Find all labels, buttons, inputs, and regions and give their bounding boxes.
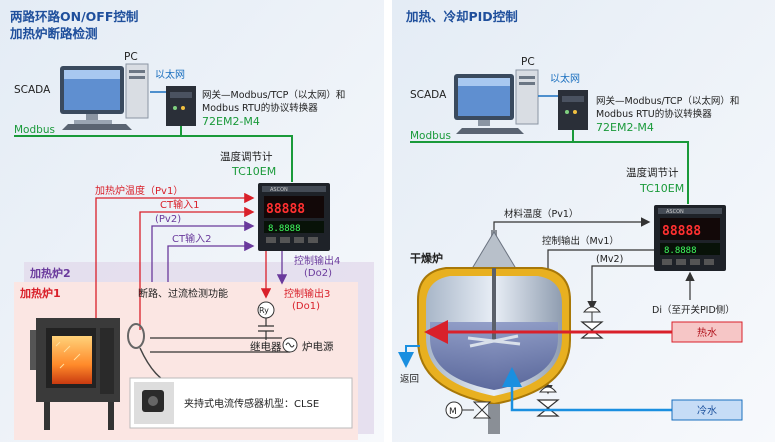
left-pc-icon	[60, 63, 149, 130]
pv2-label: (Pv2)	[155, 214, 181, 225]
right-panel: 加热、冷却PID控制 PC SCADA 以太网 网关—Modbus/TCP（以太…	[392, 0, 775, 442]
material-temp-label: 材料温度（Pv1）	[504, 208, 578, 220]
right-sv-display: 8.8888	[664, 246, 697, 256]
do1-line1: 控制输出3	[284, 287, 330, 300]
power-label: 炉电源	[302, 340, 334, 353]
hot-water-box	[671, 321, 743, 343]
right-gateway-line1: 网关—Modbus/TCP（以太网）和	[596, 95, 739, 107]
right-ethernet-label: 以太网	[550, 72, 580, 85]
function-label: 断路、过流检测功能	[138, 287, 228, 300]
do1-line2: (Do1)	[292, 301, 320, 312]
svg-text:ASCON: ASCON	[666, 209, 684, 215]
right-title: 加热、冷却PID控制	[405, 9, 518, 24]
left-title-line2: 加热炉断路检测	[9, 26, 98, 41]
cold-water-box	[671, 399, 743, 421]
left-pv-display: 88888	[266, 202, 305, 217]
left-sv-display: 8.8888	[268, 224, 301, 234]
furnace-icon	[30, 318, 120, 430]
left-scada-label: SCADA	[14, 84, 51, 96]
mv2-label: (Mv2)	[596, 254, 623, 265]
right-gateway-model: 72EM2-M4	[596, 121, 654, 134]
cold-water-label: 冷水	[697, 404, 717, 417]
do2-line2: (Do2)	[304, 268, 332, 279]
ct1-label: CT输入1	[160, 198, 199, 211]
dryer-label: 干燥炉	[410, 251, 443, 265]
svg-text:M: M	[449, 407, 457, 417]
dryer-tank-icon	[417, 230, 571, 434]
svg-text:ASCON: ASCON	[270, 187, 288, 193]
left-gateway-icon	[166, 86, 196, 126]
return-label: 返回	[400, 373, 419, 385]
right-gateway-line2: Modbus RTU的协议转换器	[596, 108, 712, 120]
svg-text:Ry: Ry	[259, 306, 269, 315]
left-modbus-label: Modbus	[14, 124, 55, 136]
sensor-caption: 夹持式电流传感器机型：CLSE	[184, 397, 319, 410]
do2-line1: 控制输出4	[294, 254, 340, 267]
right-controller-label: 温度调节计	[626, 166, 679, 179]
right-gateway-icon	[558, 90, 588, 130]
right-pv-display: 88888	[662, 224, 701, 239]
ct2-label: CT输入2	[172, 232, 211, 245]
outlet-valve-icon	[472, 401, 492, 419]
mv1-label: 控制输出（Mv1）	[542, 235, 619, 247]
furnace2-label: 加热炉2	[29, 266, 71, 280]
hot-water-label: 热水	[697, 326, 717, 339]
left-ethernet-label: 以太网	[155, 68, 185, 81]
ct-sensor-icon	[127, 323, 145, 349]
right-pc-icon	[454, 69, 539, 134]
left-title-line1: 两路环路ON/OFF控制	[10, 9, 138, 24]
left-controller-device: ASCON 88888 8.8888	[258, 183, 330, 251]
right-pc-label: PC	[521, 56, 535, 68]
left-controller-model: TC10EM	[231, 165, 276, 178]
right-modbus-label: Modbus	[410, 130, 451, 142]
right-controller-device: ASCON 88888 8.8888	[654, 205, 726, 271]
left-gateway-model: 72EM2-M4	[202, 115, 260, 128]
di-label: Di（至开关PID侧）	[652, 304, 735, 316]
furnace1-label: 加热炉1	[19, 286, 61, 300]
left-controller-label: 温度调节计	[220, 150, 273, 163]
hot-valve-icon	[580, 306, 604, 339]
right-scada-label: SCADA	[410, 89, 447, 101]
left-gateway-line2: Modbus RTU的协议转换器	[202, 102, 318, 114]
pv1-label: 加热炉温度（Pv1）	[95, 184, 183, 197]
sensor-callout: 夹持式电流传感器机型：CLSE	[129, 377, 353, 429]
relay-label: 继电器	[250, 340, 282, 353]
left-pc-label: PC	[124, 51, 138, 63]
left-gateway-line1: 网关—Modbus/TCP（以太网）和	[202, 89, 345, 101]
right-controller-model: TC10EM	[639, 182, 684, 195]
left-panel: 两路环路ON/OFF控制 加热炉断路检测 PC SCADA 以太网 网关—Mod…	[0, 0, 384, 442]
